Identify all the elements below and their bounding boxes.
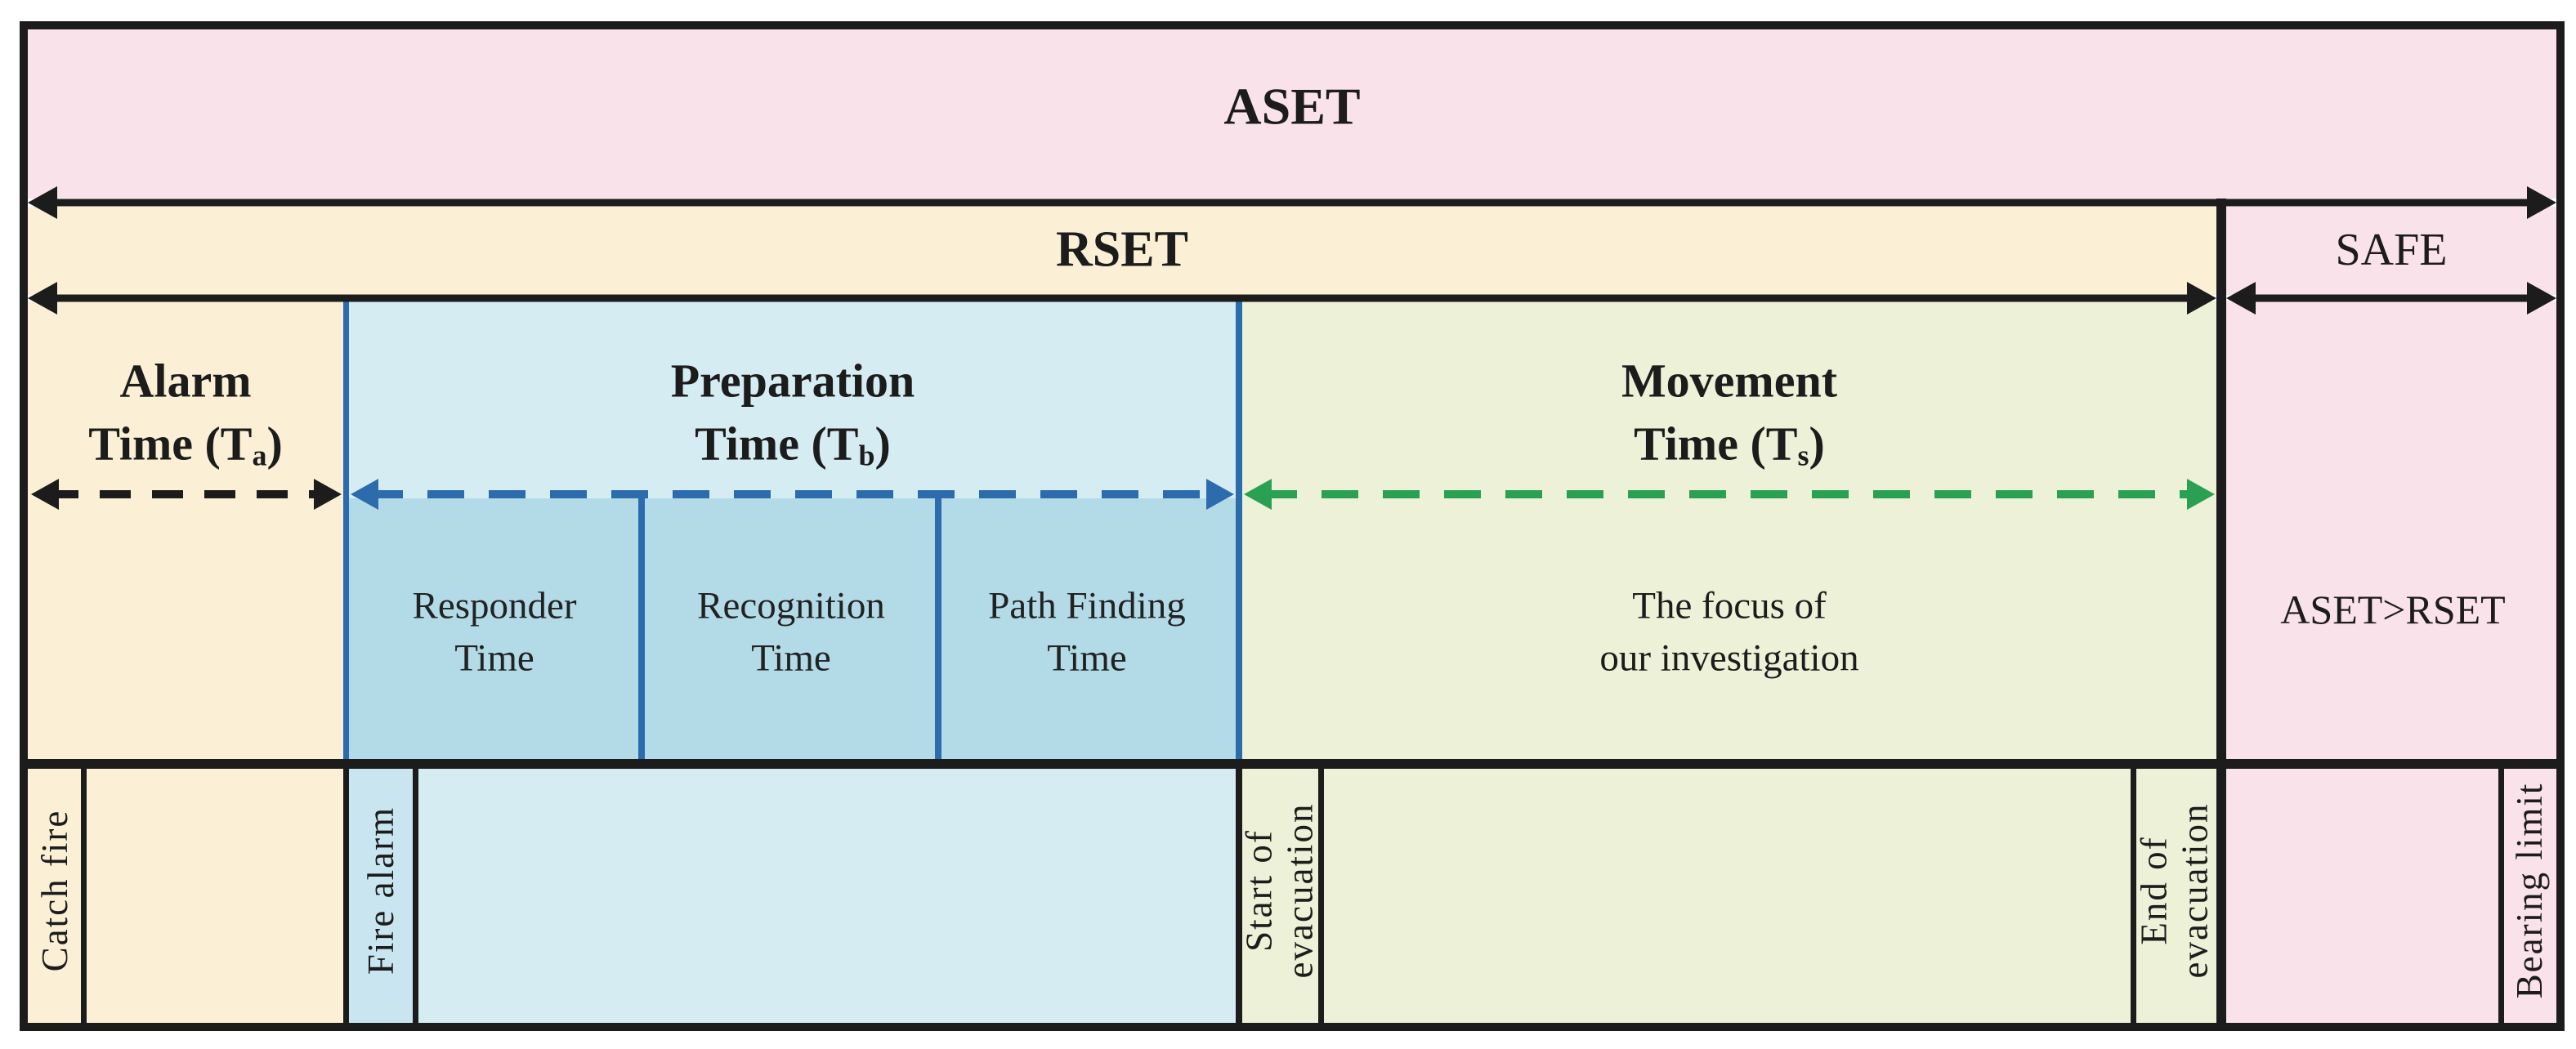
milestone-end-line1: End of <box>2133 836 2175 945</box>
divider-recognition-pathfinding <box>935 494 941 759</box>
divider-preparation-movement-bottom <box>1236 769 1242 1023</box>
border-top <box>20 21 2565 29</box>
divider-start-evacuation-cell <box>1318 769 1324 1023</box>
recognition-time-label-line1: Recognition <box>697 584 885 627</box>
movement-column <box>1242 301 2216 759</box>
movement-title-subscript: s <box>1797 439 1809 472</box>
movement-note-line2: our investigation <box>1599 636 1859 680</box>
alarm-column <box>28 301 343 759</box>
divider-fire-alarm-cell <box>413 769 418 1023</box>
timeline-row-top-border <box>28 759 2556 769</box>
divider-responder-recognition <box>638 494 645 759</box>
milestone-end-of-evacuation: End of evacuation <box>2134 803 2216 979</box>
preparation-sub-boxes <box>349 498 1236 759</box>
milestone-catch-fire-text: Catch fire <box>34 809 75 972</box>
movement-title-line2: Time (Ts) <box>1634 418 1825 471</box>
alarm-title-pre: Time (T <box>88 417 253 471</box>
timeline-row-preparation-bg <box>418 769 1236 1023</box>
movement-title-line1: Movement <box>1621 354 1838 408</box>
milestone-bearing-limit-text: Bearing limit <box>2508 782 2550 999</box>
divider-bearing-limit-cell <box>2498 769 2504 1023</box>
safe-label: SAFE <box>2335 224 2448 275</box>
aset-greater-rset-note: ASET>RSET <box>2280 587 2506 632</box>
movement-title-post: ) <box>1809 417 1825 471</box>
divider-rset-safe <box>2216 199 2226 1023</box>
safe-outcome-column <box>2226 301 2556 1023</box>
timeline-cell-fire-alarm <box>349 769 413 1023</box>
milestone-bearing-limit: Bearing limit <box>2509 783 2550 999</box>
movement-note-line1: The focus of <box>1632 584 1827 627</box>
milestone-start-of-evacuation: Start of evacuation <box>1239 803 1322 979</box>
milestone-start-line2: evacuation <box>1280 802 1321 979</box>
responder-time-label-line1: Responder <box>412 584 577 627</box>
aset-band <box>28 29 2556 199</box>
alarm-title-subscript: a <box>252 439 267 472</box>
aset-label: ASET <box>1223 77 1361 136</box>
divider-alarm-preparation <box>343 301 349 759</box>
rset-label: RSET <box>1056 221 1188 278</box>
safe-band <box>2226 207 2556 295</box>
milestone-end-line2: evacuation <box>2175 802 2216 979</box>
preparation-title-line2: Time (Tb) <box>695 418 891 471</box>
milestone-start-line1: Start of <box>1238 829 1280 952</box>
preparation-title-pre: Time (T <box>695 417 859 471</box>
divider-catch-fire-cell <box>81 769 87 1023</box>
preparation-title-post: ) <box>874 417 891 471</box>
timeline-row-movement-bg <box>1242 769 2216 1023</box>
divider-end-evacuation-cell <box>2131 769 2136 1023</box>
preparation-title-subscript: b <box>858 439 875 472</box>
path-finding-time-label-line1: Path Finding <box>988 584 1186 627</box>
alarm-title-line2: Time (Ta) <box>88 418 283 471</box>
timeline-row-alarm-bg <box>28 769 343 1023</box>
preparation-title-line1: Preparation <box>670 354 915 408</box>
milestone-fire-alarm-text: Fire alarm <box>360 806 401 975</box>
alarm-title-post: ) <box>266 417 283 471</box>
recognition-time-label-line2: Time <box>751 636 831 680</box>
border-left <box>20 21 28 1031</box>
divider-preparation-movement <box>1236 301 1242 759</box>
milestone-catch-fire: Catch fire <box>34 810 75 972</box>
border-right <box>2556 21 2565 1031</box>
milestone-fire-alarm: Fire alarm <box>360 806 401 975</box>
alarm-title-line1: Alarm <box>119 354 252 408</box>
divider-alarm-preparation-bottom <box>343 769 349 1023</box>
rset-band <box>28 207 2216 295</box>
border-bottom <box>20 1023 2565 1031</box>
responder-time-label-line2: Time <box>454 636 534 680</box>
movement-title-pre: Time (T <box>1634 417 1798 471</box>
path-finding-time-label-line2: Time <box>1047 636 1127 680</box>
